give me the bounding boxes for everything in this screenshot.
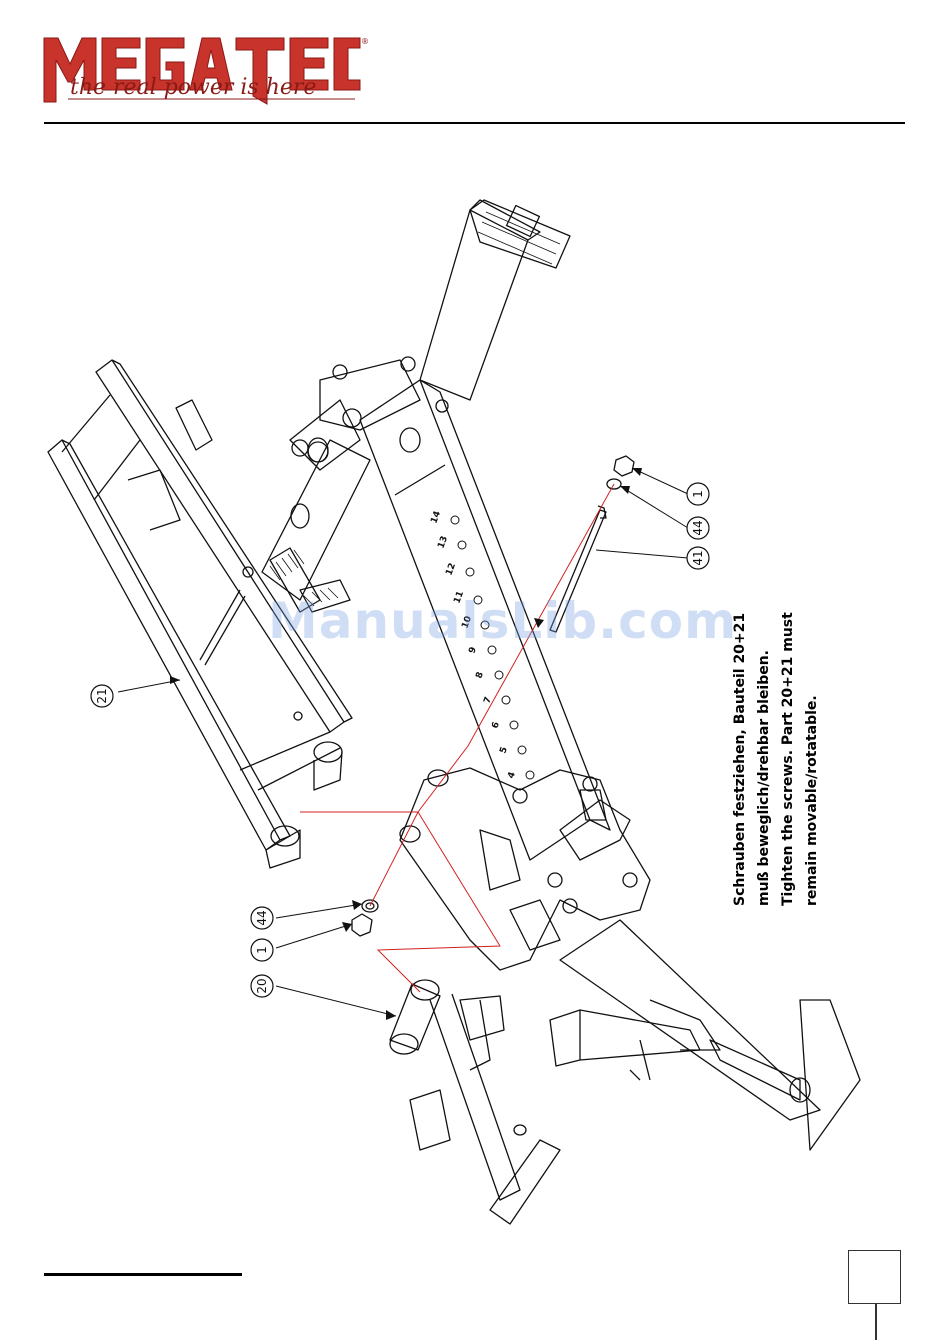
callout-20: 20 bbox=[255, 978, 269, 993]
callout-1-top: 1 bbox=[691, 490, 705, 498]
assembly-lines bbox=[300, 484, 614, 992]
callout-circles bbox=[91, 483, 709, 997]
pivot-plate bbox=[400, 768, 650, 970]
lower-drawbar bbox=[550, 920, 860, 1150]
callout-21: 21 bbox=[95, 688, 109, 703]
instruction-line: remain movable/rotatable. bbox=[800, 626, 824, 906]
instruction-line: muß beweglich/drehbar bleiben. bbox=[752, 626, 776, 906]
upper-extension bbox=[420, 200, 570, 400]
instruction-line: Schrauben festziehen, Bauteil 20+21 bbox=[728, 626, 752, 906]
hole-number: 6 bbox=[490, 721, 502, 730]
callout-1-left: 1 bbox=[255, 946, 269, 954]
hole-number: 8 bbox=[474, 671, 486, 680]
hole-number: 13 bbox=[436, 535, 450, 550]
leader-lines bbox=[118, 468, 688, 1016]
callout-41: 41 bbox=[691, 550, 705, 565]
arrowheads bbox=[170, 468, 642, 1020]
page-number-box bbox=[848, 1250, 901, 1304]
cross-tube bbox=[262, 438, 370, 612]
hole-number: 7 bbox=[482, 696, 494, 705]
assembly-instructions: Schrauben festziehen, Bauteil 20+21 muß … bbox=[728, 626, 824, 906]
footer-rule bbox=[44, 1273, 242, 1276]
hole-number: 14 bbox=[429, 510, 443, 525]
hole-number: 12 bbox=[444, 562, 458, 577]
instruction-line: Tighten the screws. Part 20+21 must bbox=[776, 626, 800, 906]
callout-44-left: 44 bbox=[255, 910, 269, 925]
hole-number: 4 bbox=[506, 771, 518, 780]
watermark: ManualsLib.com bbox=[268, 592, 737, 650]
frame-part-20 bbox=[390, 980, 560, 1224]
page-box-divider bbox=[875, 1304, 877, 1340]
callout-44-top: 44 bbox=[691, 520, 705, 535]
hole-number: 5 bbox=[498, 746, 510, 755]
